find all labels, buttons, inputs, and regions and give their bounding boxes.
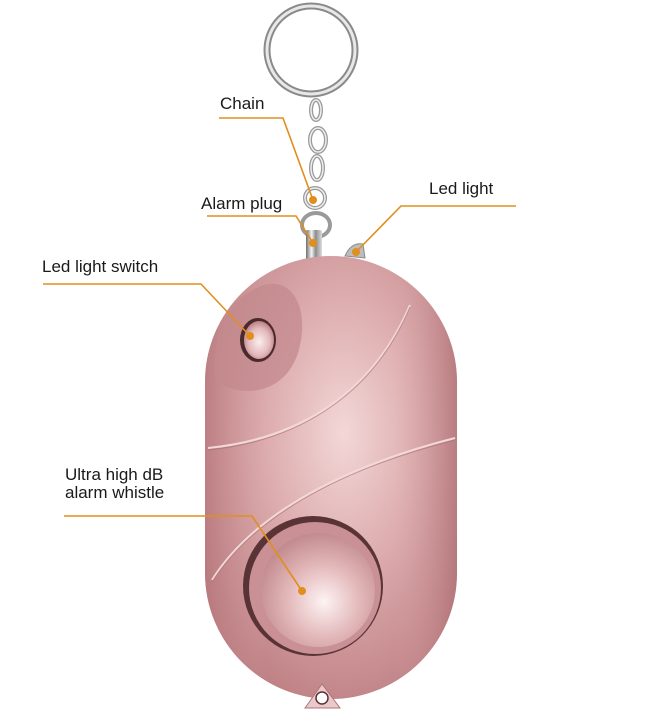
label-led-light: Led light — [429, 179, 494, 198]
key-ring-icon — [263, 2, 359, 98]
annotation-lines — [43, 117, 516, 592]
annotation-dots — [246, 196, 360, 595]
label-alarm-whistle: Ultra high dB alarm whistle — [65, 466, 164, 502]
alarm-body — [205, 256, 457, 709]
label-alarm-whistle-line1: Ultra high dB — [65, 465, 164, 484]
label-alarm-plug: Alarm plug — [201, 194, 283, 213]
label-alarm-whistle-line2: alarm whistle — [65, 483, 165, 502]
label-led-light-switch: Led light switch — [42, 257, 159, 276]
label-chain: Chain — [220, 94, 265, 113]
